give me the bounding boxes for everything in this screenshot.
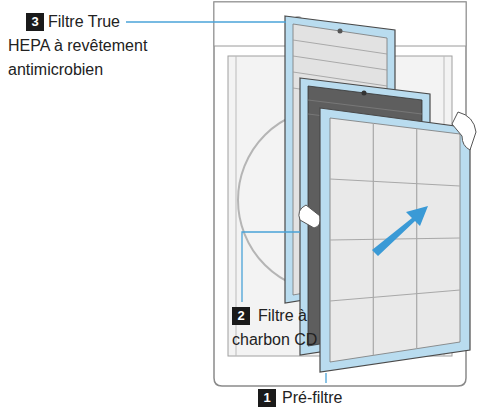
- callout-number: 2: [232, 307, 250, 325]
- leader-line: [325, 373, 326, 383]
- leader-line: [126, 21, 286, 22]
- filter-tab: [338, 29, 343, 34]
- hand: [299, 205, 321, 228]
- callout-number: 1: [258, 389, 276, 407]
- pre-filter-mesh: [330, 118, 460, 362]
- part-name: Pré-filtre: [258, 386, 398, 410]
- purifier-housing: [214, 2, 466, 386]
- part-name: Filtre True HEPA à revêtement antimicrob…: [8, 10, 158, 82]
- hand: [452, 112, 476, 150]
- part-name: Filtre à charbon CD: [232, 304, 352, 352]
- pre-filter-grid: [330, 123, 460, 355]
- leader-line: [242, 232, 300, 302]
- filter-tab: [362, 91, 367, 96]
- pre-filter-frame: [320, 108, 470, 372]
- direction-arrow: [372, 206, 428, 256]
- callout-number: 3: [26, 13, 44, 31]
